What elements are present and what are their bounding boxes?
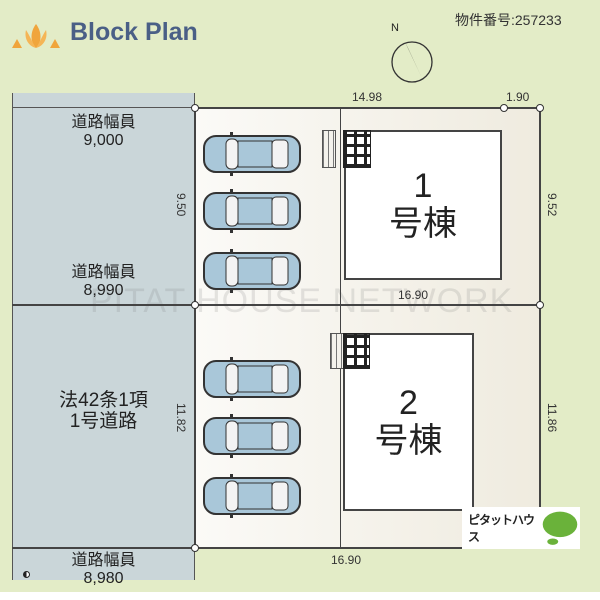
car-icon bbox=[202, 131, 302, 177]
car-icon bbox=[202, 188, 302, 234]
west-boundary bbox=[194, 108, 196, 548]
dim-middle: 16.90 bbox=[398, 288, 429, 302]
car-icon bbox=[202, 356, 302, 402]
dim-bottom: 16.90 bbox=[331, 553, 362, 567]
building-1: 1 号棟 bbox=[344, 130, 502, 280]
inner-line bbox=[340, 108, 341, 548]
car-icon bbox=[202, 248, 302, 294]
dim-left-upper: 9.50 bbox=[174, 193, 188, 217]
road-width-label: 道路幅員 bbox=[71, 264, 136, 281]
road-width-label: 道路幅員 bbox=[71, 552, 136, 569]
building-number: 2 bbox=[399, 384, 418, 422]
car-icon bbox=[202, 473, 302, 519]
marker-icon bbox=[23, 571, 30, 578]
north-boundary bbox=[195, 107, 540, 109]
road-classification: 1号道路 bbox=[69, 411, 138, 432]
corner-marker bbox=[536, 104, 544, 112]
road-area bbox=[12, 93, 195, 580]
road-classification: 法42条1項 bbox=[59, 390, 148, 411]
dim-top-main: 14.98 bbox=[352, 90, 383, 104]
dim-right-upper: 9.52 bbox=[545, 193, 559, 217]
entrance-steps bbox=[330, 333, 344, 369]
dim-right-lower: 11.86 bbox=[545, 403, 559, 433]
property-number: 物件番号:257233 bbox=[455, 12, 562, 28]
corner-marker bbox=[536, 301, 544, 309]
compass-icon bbox=[385, 26, 435, 89]
road-width-value: 8,990 bbox=[83, 282, 124, 299]
brand-logo: ピタットハウス bbox=[462, 507, 580, 549]
corner-marker bbox=[191, 544, 199, 552]
dim-top-side: 1.90 bbox=[506, 90, 530, 104]
road-width-value: 9,000 bbox=[83, 132, 124, 149]
entrance-steps bbox=[322, 130, 336, 168]
watermark: PITAT HOUSE NETWORK bbox=[90, 282, 514, 320]
dim-left-lower: 11.82 bbox=[174, 403, 188, 433]
corner-marker bbox=[500, 104, 508, 112]
east-boundary bbox=[539, 108, 541, 548]
compass-north-label: N bbox=[391, 22, 399, 34]
brand-name: ピタットハウス bbox=[468, 513, 535, 544]
south-boundary bbox=[12, 547, 540, 549]
building-number: 1 bbox=[413, 167, 433, 205]
speech-bubble-icon bbox=[542, 511, 578, 545]
corner-marker bbox=[191, 104, 199, 112]
entrance-porch bbox=[343, 333, 370, 369]
entrance-porch bbox=[343, 130, 371, 168]
building-suffix: 号棟 bbox=[389, 205, 457, 243]
road-width-label: 道路幅員 bbox=[71, 114, 136, 131]
road-width-value: 8,980 bbox=[83, 570, 124, 587]
car-icon bbox=[202, 413, 302, 459]
page-title: Block Plan bbox=[70, 18, 198, 46]
building-suffix: 号棟 bbox=[374, 422, 443, 460]
corner-marker bbox=[191, 301, 199, 309]
lotus-icon bbox=[8, 22, 64, 55]
road-dim-line bbox=[12, 107, 195, 108]
lot-divider bbox=[12, 304, 540, 306]
